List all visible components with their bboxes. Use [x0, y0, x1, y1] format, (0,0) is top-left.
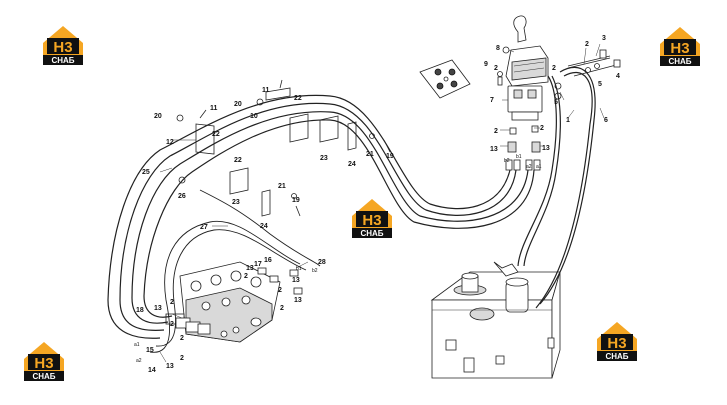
callout-3: 3 — [602, 35, 606, 42]
callout-25: 25 — [142, 169, 150, 176]
callout-13: 13 — [292, 277, 300, 284]
port-label-b1: b1 — [516, 154, 522, 160]
brand-logo: H3 CHAБ — [40, 23, 86, 67]
callout-8: 8 — [496, 45, 500, 52]
callout-2: 2 — [494, 65, 498, 72]
callout-22: 22 — [212, 131, 220, 138]
svg-text:CHAБ: CHAБ — [360, 229, 383, 238]
callout-14: 14 — [148, 367, 156, 374]
callout-22: 22 — [294, 95, 302, 102]
hydraulic-tank-icon — [430, 261, 561, 379]
control-valve-icon — [165, 261, 303, 343]
callout-28: 28 — [318, 259, 326, 266]
callout-13: 13 — [490, 146, 498, 153]
callout-19: 19 — [292, 197, 300, 204]
callout-20: 20 — [234, 101, 242, 108]
callout-13: 13 — [542, 145, 550, 152]
callout-19: 19 — [386, 153, 394, 160]
callout-2: 2 — [244, 273, 248, 280]
callout-2: 2 — [180, 335, 184, 342]
leader-lines — [159, 43, 605, 363]
svg-text:CHAБ: CHAБ — [668, 57, 691, 66]
brand-logo: H3 CHAБ — [594, 319, 640, 363]
callout-4: 4 — [616, 73, 620, 80]
callout-2: 2 — [170, 321, 174, 328]
callout-13: 13 — [294, 297, 302, 304]
callout-10: 10 — [250, 113, 258, 120]
callout-1: 1 — [566, 117, 570, 124]
port-label-b2: b2 — [504, 158, 510, 164]
callout-13: 13 — [166, 363, 174, 370]
brand-logo: H3 CHAБ — [349, 196, 395, 240]
svg-text:H3: H3 — [34, 355, 53, 372]
callout-2: 2 — [170, 299, 174, 306]
svg-text:CHAБ: CHAБ — [51, 56, 74, 65]
callout-11: 11 — [262, 87, 270, 94]
callout-2: 2 — [494, 128, 498, 135]
callout-5: 5 — [554, 99, 558, 106]
callout-2: 2 — [540, 125, 544, 132]
callout-2: 2 — [278, 287, 282, 294]
callout-15: 15 — [146, 347, 154, 354]
callout-labels: 3 2 8 2 9 2 4 5 5 7 1 6 2 2 13 13 11 20 … — [134, 35, 620, 374]
callout-13: 13 — [246, 265, 254, 272]
callout-2: 2 — [280, 305, 284, 312]
joystick-icon — [497, 15, 549, 121]
callout-2: 2 — [552, 65, 556, 72]
callout-26: 26 — [178, 193, 186, 200]
pilot-fittings — [505, 125, 541, 171]
bracket-icon — [176, 79, 391, 217]
svg-text:CHAБ: CHAБ — [32, 372, 55, 381]
svg-text:H3: H3 — [607, 335, 626, 352]
callout-23: 23 — [320, 155, 328, 162]
brand-logo: H3 CHAБ — [657, 24, 703, 68]
callout-24: 24 — [260, 223, 268, 230]
callout-7: 7 — [490, 97, 494, 104]
callout-5: 5 — [598, 81, 602, 88]
svg-text:CHAБ: CHAБ — [605, 352, 628, 361]
callout-20: 20 — [154, 113, 162, 120]
callout-27: 27 — [200, 224, 208, 231]
port-label-a1: a1 — [536, 164, 542, 170]
callout-13: 13 — [154, 305, 162, 312]
callout-11: 11 — [210, 105, 218, 112]
port-label-a2: a2 — [526, 164, 532, 170]
port-label-a2: a2 — [136, 358, 142, 364]
callout-9: 9 — [484, 61, 488, 68]
brand-logo: H3 CHAБ — [21, 339, 67, 383]
port-label-b1: b1 — [296, 266, 302, 272]
callout-21: 21 — [278, 183, 286, 190]
callout-2: 2 — [180, 355, 184, 362]
callout-17: 17 — [254, 261, 262, 268]
hose-bundle — [107, 66, 596, 353]
callout-2: 2 — [585, 41, 589, 48]
callout-22: 22 — [234, 157, 242, 164]
port-label-a1: a1 — [134, 342, 140, 348]
svg-text:H3: H3 — [53, 39, 72, 56]
callout-12: 12 — [166, 139, 174, 146]
callout-18: 18 — [136, 307, 144, 314]
callout-24: 24 — [348, 161, 356, 168]
svg-text:H3: H3 — [362, 212, 381, 229]
callout-6: 6 — [604, 117, 608, 124]
quad-pattern-icon — [419, 59, 471, 99]
callout-16: 16 — [264, 257, 272, 264]
callout-21: 21 — [366, 151, 374, 158]
callout-23: 23 — [232, 199, 240, 206]
svg-text:H3: H3 — [670, 40, 689, 57]
port-label-b2: b2 — [312, 268, 318, 274]
